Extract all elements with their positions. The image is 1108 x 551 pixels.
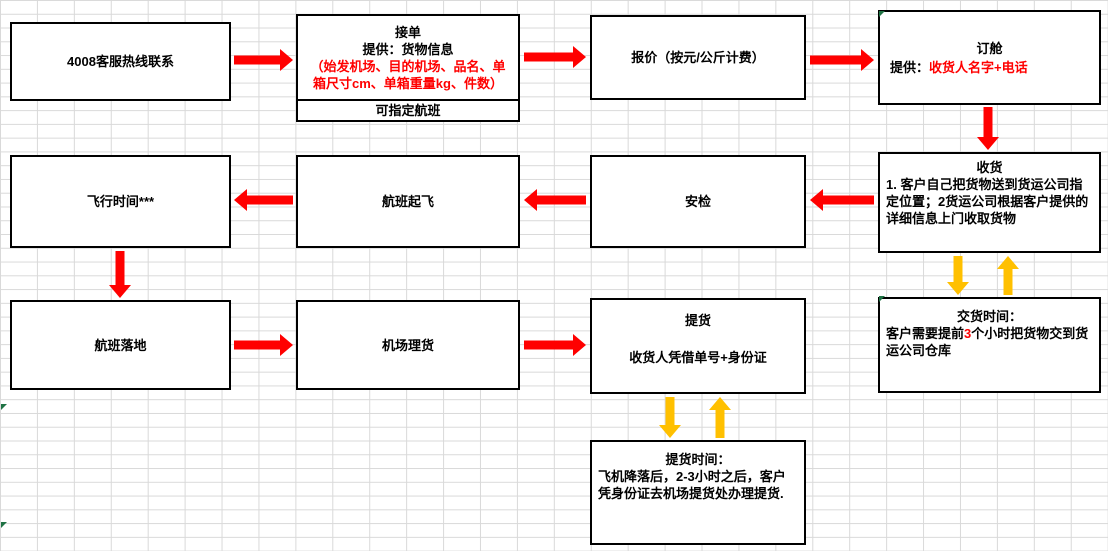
cell-flag-icon bbox=[879, 296, 885, 302]
flow-box-landing: 航班落地 bbox=[10, 300, 231, 390]
flow-box-delivery-time: 交货时间： 客户需要提前3个小时把货物交到货运公司仓库 bbox=[878, 297, 1101, 393]
arrow-shaft bbox=[1003, 268, 1013, 295]
arrow-security-to-takeoff bbox=[524, 189, 586, 211]
arrow-head bbox=[947, 282, 969, 295]
receive-body: 1. 客户自己把货物送到货运公司指定位置；2货运公司根据客户提供的详细信息上门收… bbox=[886, 177, 1089, 226]
arrow-hotline-to-order bbox=[234, 49, 293, 71]
arrow-pickup-time-to-pickup-up bbox=[709, 397, 731, 438]
flight-time-title: 飞行时间*** bbox=[86, 194, 155, 209]
delivery-time-body-post: 个小时把货物交到货运公司仓库 bbox=[886, 326, 1089, 358]
cell-flag-icon bbox=[1, 522, 7, 528]
flow-box-hotline: 4008客服热线联系 bbox=[10, 22, 231, 101]
pickup-title: 提货 bbox=[684, 313, 711, 328]
arrow-head bbox=[280, 334, 293, 356]
arrow-shaft bbox=[246, 195, 293, 205]
order-title: 接单 bbox=[394, 24, 421, 40]
arrow-tally-to-pickup bbox=[524, 334, 586, 356]
arrow-shaft bbox=[715, 409, 725, 438]
delivery-time-body-pre: 客户需要提前 bbox=[886, 326, 965, 341]
arrow-head bbox=[573, 46, 586, 68]
arrow-shaft bbox=[810, 55, 862, 65]
arrow-head bbox=[573, 334, 586, 356]
order-main-section: 接单 提供：货物信息 （始发机场、目的机场、品名、单箱尺寸cm、单箱重量kg、件… bbox=[298, 16, 518, 101]
order-provide-line: 提供：货物信息 bbox=[362, 41, 454, 57]
arrow-shaft bbox=[524, 340, 574, 350]
booking-provide-line: 提供：收货人名字+电话 bbox=[886, 59, 1093, 76]
arrow-shaft bbox=[524, 52, 574, 62]
arrow-delivery-time-to-receive-up bbox=[997, 256, 1019, 295]
arrow-shaft bbox=[234, 340, 281, 350]
arrow-shaft bbox=[983, 107, 993, 138]
arrow-receive-to-delivery-time-down bbox=[947, 256, 969, 295]
flow-box-booking: 订舱 提供：收货人名字+电话 bbox=[878, 10, 1101, 105]
order-footer-note: 可指定航班 bbox=[375, 103, 441, 118]
flow-box-takeoff: 航班起飞 bbox=[296, 155, 520, 248]
pickup-subtitle: 收货人凭借单号+身份证 bbox=[629, 350, 767, 365]
pickup-time-title: 提货时间： bbox=[665, 452, 731, 467]
delivery-time-body: 客户需要提前3个小时把货物交到货运公司仓库 bbox=[886, 325, 1093, 359]
arrow-shaft bbox=[822, 195, 874, 205]
flow-box-tally: 机场理货 bbox=[296, 300, 520, 390]
arrow-head bbox=[709, 397, 731, 410]
arrow-head bbox=[280, 49, 293, 71]
delivery-time-body-highlight: 3 bbox=[964, 326, 972, 341]
flow-box-pickup-time: 提货时间： 飞机降落后，2-3小时之后，客户凭身份证去机场提货处办理提货. bbox=[590, 440, 806, 545]
flow-box-flight-time: 飞行时间*** bbox=[10, 155, 231, 248]
arrow-shaft bbox=[234, 55, 281, 65]
arrow-shaft bbox=[953, 256, 963, 283]
arrow-quote-to-booking bbox=[810, 49, 874, 71]
arrow-head bbox=[997, 256, 1019, 269]
order-detail-note: （始发机场、目的机场、品名、单箱尺寸cm、单箱重量kg、件数） bbox=[310, 58, 506, 91]
booking-provide-value: 收货人名字+电话 bbox=[929, 59, 1028, 75]
pickup-time-body: 飞机降落后，2-3小时之后，客户凭身份证去机场提货处办理提货. bbox=[598, 469, 786, 501]
tally-title: 机场理货 bbox=[381, 337, 434, 353]
flow-box-pickup: 提货 收货人凭借单号+身份证 bbox=[590, 298, 806, 394]
arrow-shaft bbox=[665, 397, 675, 426]
takeoff-title: 航班起飞 bbox=[381, 194, 434, 209]
arrow-shaft bbox=[115, 251, 125, 286]
delivery-time-title: 交货时间： bbox=[956, 309, 1022, 324]
booking-title: 订舱 bbox=[976, 40, 1003, 56]
arrow-head bbox=[810, 189, 823, 211]
arrow-flight-time-to-landing bbox=[109, 251, 131, 298]
arrow-shaft bbox=[536, 195, 586, 205]
booking-provide-label: 提供： bbox=[890, 59, 930, 75]
receive-title: 收货 bbox=[976, 160, 1003, 175]
arrow-order-to-quote bbox=[524, 46, 586, 68]
arrow-head bbox=[861, 49, 874, 71]
arrow-head bbox=[109, 285, 131, 298]
arrow-head bbox=[659, 425, 681, 438]
quote-title: 报价（按元/公斤计费） bbox=[631, 50, 765, 65]
arrow-head bbox=[524, 189, 537, 211]
arrow-booking-to-receive bbox=[977, 107, 999, 150]
flow-box-quote: 报价（按元/公斤计费） bbox=[590, 15, 806, 100]
hotline-title: 4008客服热线联系 bbox=[67, 54, 174, 69]
cell-flag-icon bbox=[879, 11, 885, 17]
flow-box-security: 安检 bbox=[590, 155, 806, 248]
arrow-landing-to-tally bbox=[234, 334, 293, 356]
cell-flag-icon bbox=[1, 404, 7, 410]
security-title: 安检 bbox=[684, 194, 711, 209]
arrow-head bbox=[977, 137, 999, 150]
arrow-receive-to-security bbox=[810, 189, 874, 211]
flow-box-order: 接单 提供：货物信息 （始发机场、目的机场、品名、单箱尺寸cm、单箱重量kg、件… bbox=[296, 14, 520, 122]
arrow-head bbox=[234, 189, 247, 211]
flow-box-receive: 收货 1. 客户自己把货物送到货运公司指定位置；2货运公司根据客户提供的详细信息… bbox=[878, 152, 1101, 253]
arrow-pickup-to-pickup-time-down bbox=[659, 397, 681, 438]
landing-title: 航班落地 bbox=[94, 337, 147, 353]
arrow-takeoff-to-flight-time bbox=[234, 189, 293, 211]
